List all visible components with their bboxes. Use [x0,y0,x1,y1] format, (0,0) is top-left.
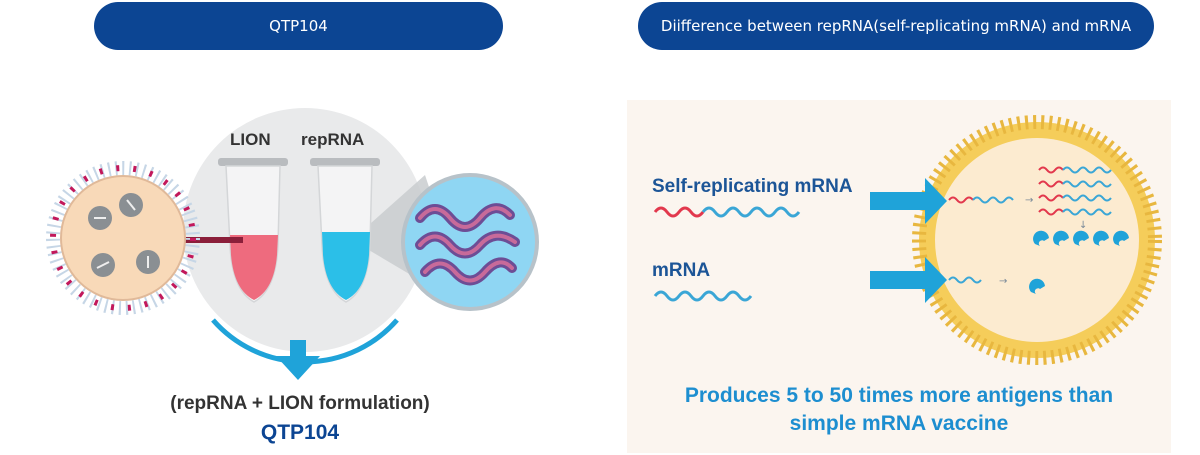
comparison-panel: → ↓ → Self-replicating mRNA mRNA Produce… [627,100,1171,453]
magnified-rna-strands [415,203,520,286]
lion-tube-label: LION [230,130,271,149]
qtp104-header-label: QTP104 [269,17,328,35]
self-replicating-label: Self-replicating mRNA [652,176,853,197]
mrna-arrow-icon [925,257,947,303]
conclusion-line-1: Produces 5 to 50 times more antigens tha… [684,384,1114,407]
srm-arrow-icon [925,178,947,224]
mrna-strand-blue [653,290,753,302]
srm-strand-red [653,206,705,218]
reprna-tube-label: repRNA [301,130,365,149]
srm-replication-strands [948,166,1112,216]
mrna-inner-strand [948,276,982,284]
comparison-illustration: → ↓ → [653,115,1162,365]
mrna-arrow-shaft [870,271,930,289]
down-arrow-icon [276,356,320,380]
srm-antigens [1033,230,1129,246]
srm-arrow-shaft [870,192,930,210]
lion-tube [218,158,288,303]
formulation-caption: (repRNA + LION formulation) [170,393,430,414]
formulation-illustration [46,108,539,380]
product-name: QTP104 [260,421,340,444]
difference-header-label: Diifference between repRNA(self-replicat… [660,17,1132,35]
qtp104-header: QTP104 [94,2,503,50]
difference-header: Diifference between repRNA(self-replicat… [638,2,1154,50]
reprna-tube [310,158,380,303]
mrna-inner-arrow-icon: → [999,276,1007,287]
mrna-label: mRNA [652,260,711,281]
lion-nanoparticle [46,161,200,315]
mrna-antigen [1029,278,1045,294]
srm-strand-blue [701,206,801,218]
conclusion-line-2: simple mRNA vaccine [789,412,1009,435]
srm-inner-arrow-icon: → [1025,195,1033,206]
srm-down-arrow-icon: ↓ [1079,220,1087,231]
conclusion-text: Produces 5 to 50 times more antigens tha… [627,382,1171,438]
